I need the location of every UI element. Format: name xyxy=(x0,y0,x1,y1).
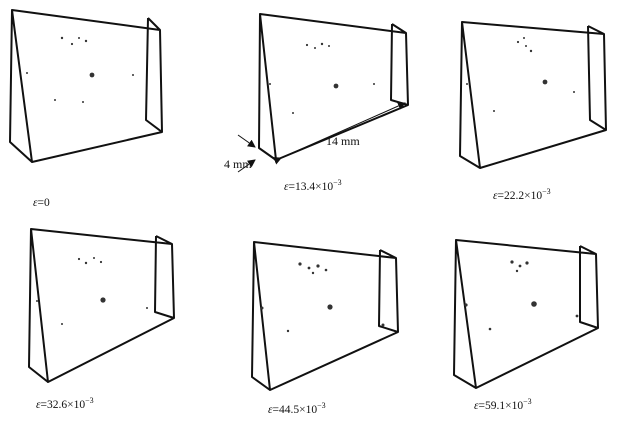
strain-exponent: −3 xyxy=(317,401,326,410)
strain-value: =13.4×10 xyxy=(289,181,334,193)
strain-label-5: ε=44.5×10−3 xyxy=(268,401,326,416)
specimen-panel-6: ε=59.1×10−3 xyxy=(453,239,599,412)
specimen-panel-2: 14 mm 4 mm ε=13.4×10−3 xyxy=(224,13,409,193)
specimen-box-6 xyxy=(453,239,599,389)
pore xyxy=(516,40,520,44)
strain-label-1: ε=0 xyxy=(33,197,50,209)
strain-label-2: ε=13.4×10−3 xyxy=(284,178,342,193)
specimen-box-3 xyxy=(459,21,607,169)
pore xyxy=(93,257,95,259)
pore xyxy=(305,43,309,47)
pore xyxy=(132,74,134,76)
specimen-box-2 xyxy=(258,13,409,161)
pore xyxy=(36,300,38,302)
pore xyxy=(311,271,315,275)
pore xyxy=(70,42,74,46)
strain-symbol: ε xyxy=(268,404,273,416)
pore xyxy=(515,269,519,273)
pore xyxy=(493,110,495,112)
strain-exponent: −3 xyxy=(333,178,342,187)
pore xyxy=(100,297,106,303)
pore xyxy=(84,39,88,43)
strain-exponent: −3 xyxy=(542,187,551,196)
pore xyxy=(381,323,385,327)
pore xyxy=(464,303,468,307)
pore xyxy=(328,45,330,47)
specimen-panel-3: ε=22.2×10−3 xyxy=(459,21,607,202)
strain-value: =32.6×10 xyxy=(41,399,86,411)
pore xyxy=(333,83,339,89)
pore xyxy=(320,42,324,46)
pore-cluster-6 xyxy=(464,260,579,331)
thickness-arrow-top xyxy=(237,134,256,148)
strain-exponent: −3 xyxy=(85,396,94,405)
strain-label-4: ε=32.6×10−3 xyxy=(36,396,94,411)
pore xyxy=(327,304,333,310)
strain-symbol: ε xyxy=(493,190,498,202)
pore xyxy=(146,307,148,309)
pore xyxy=(99,260,103,264)
pore xyxy=(78,37,80,39)
specimen-box-5 xyxy=(251,241,399,391)
pore xyxy=(373,83,375,85)
pore xyxy=(89,72,95,78)
pore xyxy=(525,261,529,265)
strain-value: =0 xyxy=(38,197,50,209)
strain-symbol: ε xyxy=(36,399,41,411)
strain-label-3: ε=22.2×10−3 xyxy=(493,187,551,202)
pore xyxy=(82,101,84,103)
pore xyxy=(575,314,579,318)
pore xyxy=(307,266,311,270)
strain-value: =44.5×10 xyxy=(273,404,318,416)
pore xyxy=(260,306,264,310)
pore-cluster-3 xyxy=(466,37,575,112)
pore xyxy=(77,257,81,261)
pore xyxy=(466,83,468,85)
pore xyxy=(316,264,320,268)
pore xyxy=(269,83,271,85)
strain-value: =22.2×10 xyxy=(498,190,543,202)
pore xyxy=(573,91,575,93)
pore-cluster-5 xyxy=(260,262,385,333)
pore xyxy=(488,327,492,331)
thickness-arrow-bottom xyxy=(237,159,256,173)
pore xyxy=(510,260,514,264)
pore xyxy=(518,264,522,268)
strain-label-6: ε=59.1×10−3 xyxy=(474,397,532,412)
strain-symbol: ε xyxy=(284,181,289,193)
pore xyxy=(531,301,537,307)
pore xyxy=(542,79,548,85)
pore xyxy=(314,47,316,49)
specimen-box-4 xyxy=(28,228,175,383)
thickness-label: 4 mm xyxy=(224,157,252,171)
dimension-annotations: 14 mm 4 mm xyxy=(224,102,406,173)
pore xyxy=(529,49,533,53)
pore xyxy=(292,112,294,114)
pore-cluster-2 xyxy=(269,42,375,114)
pore xyxy=(26,72,28,74)
length-arrow xyxy=(272,102,406,165)
pore-cluster-4 xyxy=(36,257,148,325)
strain-symbol: ε xyxy=(474,400,479,412)
pore xyxy=(60,36,64,40)
pore xyxy=(286,329,290,333)
pore xyxy=(525,45,527,47)
specimen-panel-4: ε=32.6×10−3 xyxy=(28,228,175,411)
specimen-panel-1: ε=0 xyxy=(9,9,163,209)
specimen-panel-5: ε=44.5×10−3 xyxy=(251,241,399,416)
strain-value: =59.1×10 xyxy=(479,400,524,412)
pore xyxy=(298,262,302,266)
pore xyxy=(84,261,88,265)
strain-exponent: −3 xyxy=(523,397,532,406)
pore xyxy=(523,37,525,39)
specimen-box-1 xyxy=(9,9,163,163)
length-label: 14 mm xyxy=(326,134,360,148)
pore xyxy=(61,323,63,325)
pore xyxy=(54,99,56,101)
pore xyxy=(324,268,328,272)
pore-cluster-1 xyxy=(26,36,134,103)
strain-symbol: ε xyxy=(33,197,38,209)
